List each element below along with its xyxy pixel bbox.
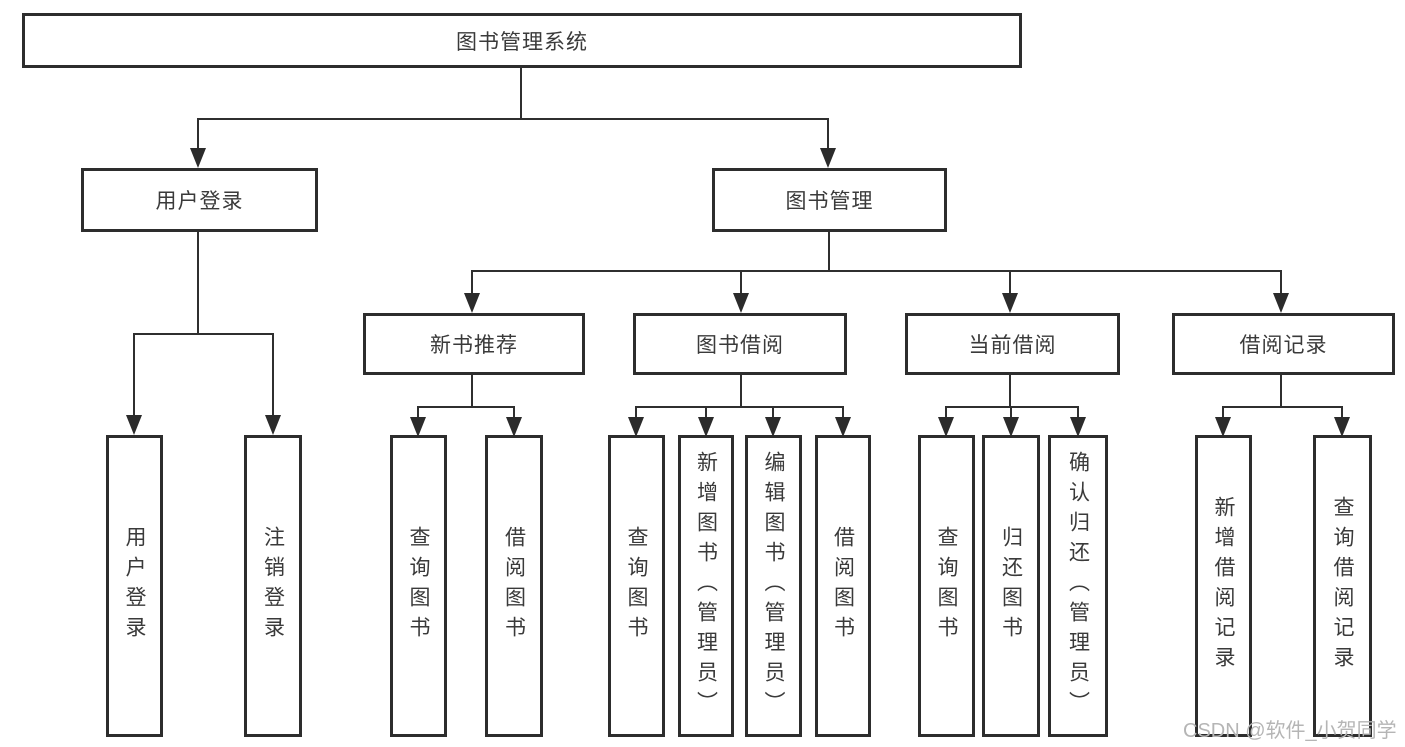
node-book-management: 图书管理 xyxy=(712,168,947,232)
leaf-confirm-return-admin-label: 确认归还（管理员） xyxy=(1066,451,1090,721)
leaf-user-login: 用户登录 xyxy=(106,435,163,737)
node-current-borrow: 当前借阅 xyxy=(905,313,1120,375)
node-root: 图书管理系统 xyxy=(22,13,1022,68)
connector-vline xyxy=(520,68,522,120)
connector-vline xyxy=(827,118,829,152)
connector-hline xyxy=(133,333,274,335)
arrow-down-icon xyxy=(628,417,644,437)
leaf-query-book-2-label: 查询图书 xyxy=(625,526,648,646)
connector-vline xyxy=(417,406,419,420)
connector-hline xyxy=(417,406,515,408)
connector-hline xyxy=(471,270,1282,272)
connector-hline xyxy=(1222,406,1342,408)
arrow-down-icon xyxy=(1002,293,1018,313)
arrow-down-icon xyxy=(126,415,142,435)
connector-vline xyxy=(842,406,844,420)
arrow-down-icon xyxy=(1003,417,1019,437)
leaf-logout: 注销登录 xyxy=(244,435,302,737)
leaf-query-book-3-label: 查询图书 xyxy=(935,526,958,646)
leaf-user-login-label: 用户登录 xyxy=(123,526,146,646)
leaf-borrow-book-2-label: 借阅图书 xyxy=(831,526,855,646)
arrow-down-icon xyxy=(464,293,480,313)
node-new-book-recommend: 新书推荐 xyxy=(363,313,585,375)
connector-vline xyxy=(1280,270,1282,296)
connector-vline xyxy=(945,406,947,420)
connector-hline xyxy=(197,118,829,120)
arrow-down-icon xyxy=(1215,417,1231,437)
leaf-query-borrow-record: 查询借阅记录 xyxy=(1313,435,1372,737)
watermark: CSDN @软件_小贺同学 xyxy=(1183,720,1397,742)
connector-vline xyxy=(1009,375,1011,408)
arrow-down-icon xyxy=(733,293,749,313)
connector-vline xyxy=(513,406,515,420)
leaf-query-book-2: 查询图书 xyxy=(608,435,665,737)
arrow-down-icon xyxy=(1070,417,1086,437)
connector-vline xyxy=(705,406,707,420)
connector-vline xyxy=(1009,270,1011,296)
connector-vline xyxy=(740,270,742,296)
leaf-query-book-1-label: 查询图书 xyxy=(407,526,430,646)
connector-vline xyxy=(272,333,274,417)
leaf-borrow-book-2: 借阅图书 xyxy=(815,435,871,737)
leaf-edit-book-admin: 编辑图书（管理员） xyxy=(745,435,802,737)
connector-vline xyxy=(197,118,199,152)
connector-vline xyxy=(133,333,135,417)
node-current-borrow-label: 当前借阅 xyxy=(968,334,1057,357)
leaf-add-book-admin-label: 新增图书（管理员） xyxy=(694,451,718,721)
leaf-query-borrow-record-label: 查询借阅记录 xyxy=(1331,496,1354,676)
leaf-confirm-return-admin: 确认归还（管理员） xyxy=(1048,435,1108,737)
leaf-edit-book-admin-label: 编辑图书（管理员） xyxy=(762,451,785,721)
arrow-down-icon xyxy=(190,148,206,168)
connector-vline xyxy=(197,232,199,335)
arrow-down-icon xyxy=(938,417,954,437)
leaf-add-borrow-record: 新增借阅记录 xyxy=(1195,435,1252,737)
leaf-return-book-label: 归还图书 xyxy=(999,526,1023,646)
leaf-add-borrow-record-label: 新增借阅记录 xyxy=(1212,496,1235,676)
node-book-borrow: 图书借阅 xyxy=(633,313,847,375)
leaf-logout-label: 注销登录 xyxy=(261,526,285,646)
arrow-down-icon xyxy=(1273,293,1289,313)
node-borrow-record: 借阅记录 xyxy=(1172,313,1395,375)
node-new-book-recommend-label: 新书推荐 xyxy=(430,334,518,357)
arrow-down-icon xyxy=(265,415,281,435)
leaf-borrow-book-1-label: 借阅图书 xyxy=(502,526,526,646)
connector-hline xyxy=(635,406,844,408)
connector-vline xyxy=(740,375,742,408)
node-user-login: 用户登录 xyxy=(81,168,318,232)
arrow-down-icon xyxy=(765,417,781,437)
connector-vline xyxy=(471,375,473,408)
leaf-borrow-book-1: 借阅图书 xyxy=(485,435,543,737)
leaf-query-book-1: 查询图书 xyxy=(390,435,447,737)
leaf-return-book: 归还图书 xyxy=(982,435,1040,737)
leaf-query-book-3: 查询图书 xyxy=(918,435,975,737)
connector-vline xyxy=(1010,406,1012,420)
arrow-down-icon xyxy=(1334,417,1350,437)
arrow-down-icon xyxy=(506,417,522,437)
node-root-label: 图书管理系统 xyxy=(456,30,588,54)
node-user-login-label: 用户登录 xyxy=(155,190,244,213)
node-book-management-label: 图书管理 xyxy=(785,190,874,213)
arrow-down-icon xyxy=(820,148,836,168)
connector-vline xyxy=(1280,375,1282,408)
arrow-down-icon xyxy=(698,417,714,437)
node-borrow-record-label: 借阅记录 xyxy=(1239,334,1328,357)
connector-vline xyxy=(1222,406,1224,420)
connector-vline xyxy=(828,232,830,272)
connector-vline xyxy=(772,406,774,420)
connector-vline xyxy=(1341,406,1343,420)
node-book-borrow-label: 图书借阅 xyxy=(696,334,784,357)
arrow-down-icon xyxy=(835,417,851,437)
connector-vline xyxy=(635,406,637,420)
connector-vline xyxy=(471,270,473,296)
leaf-add-book-admin: 新增图书（管理员） xyxy=(678,435,734,737)
arrow-down-icon xyxy=(410,417,426,437)
connector-vline xyxy=(1077,406,1079,420)
